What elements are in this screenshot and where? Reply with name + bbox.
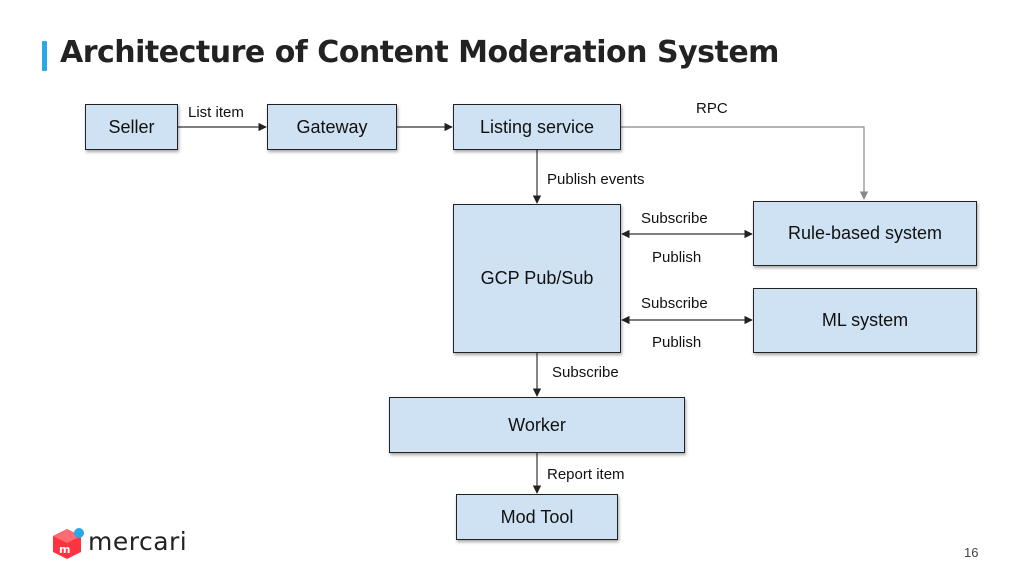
node-ml-system: ML system xyxy=(753,288,977,353)
label-list-item: List item xyxy=(188,104,244,121)
label-ml-publish: Publish xyxy=(652,334,702,351)
slide-title: Architecture of Content Moderation Syste… xyxy=(60,35,779,70)
node-gateway: Gateway xyxy=(267,104,397,150)
label-report-item: Report item xyxy=(547,466,625,483)
label-rule-publish: Publish xyxy=(652,249,702,266)
title-accent-bar xyxy=(42,41,47,71)
edge-listing-rule-rpc xyxy=(621,126,869,200)
node-seller: Seller xyxy=(85,104,178,150)
node-gcp-pubsub: GCP Pub/Sub xyxy=(453,204,621,353)
label-publish-events: Publish events xyxy=(547,171,645,188)
node-worker: Worker xyxy=(389,397,685,453)
label-rule-subscribe: Subscribe xyxy=(641,210,708,227)
label-worker-subscribe: Subscribe xyxy=(552,364,619,381)
node-rule-based-system: Rule-based system xyxy=(753,201,977,266)
node-listing-service: Listing service xyxy=(453,104,621,150)
node-mod-tool: Mod Tool xyxy=(456,494,618,540)
svg-text:m: m xyxy=(59,543,70,556)
brand-wordmark: mercari xyxy=(88,527,188,556)
label-rpc: RPC xyxy=(696,100,728,117)
page-number: 16 xyxy=(964,545,979,560)
mercari-logo-icon: m xyxy=(53,528,84,559)
label-ml-subscribe: Subscribe xyxy=(641,295,708,312)
